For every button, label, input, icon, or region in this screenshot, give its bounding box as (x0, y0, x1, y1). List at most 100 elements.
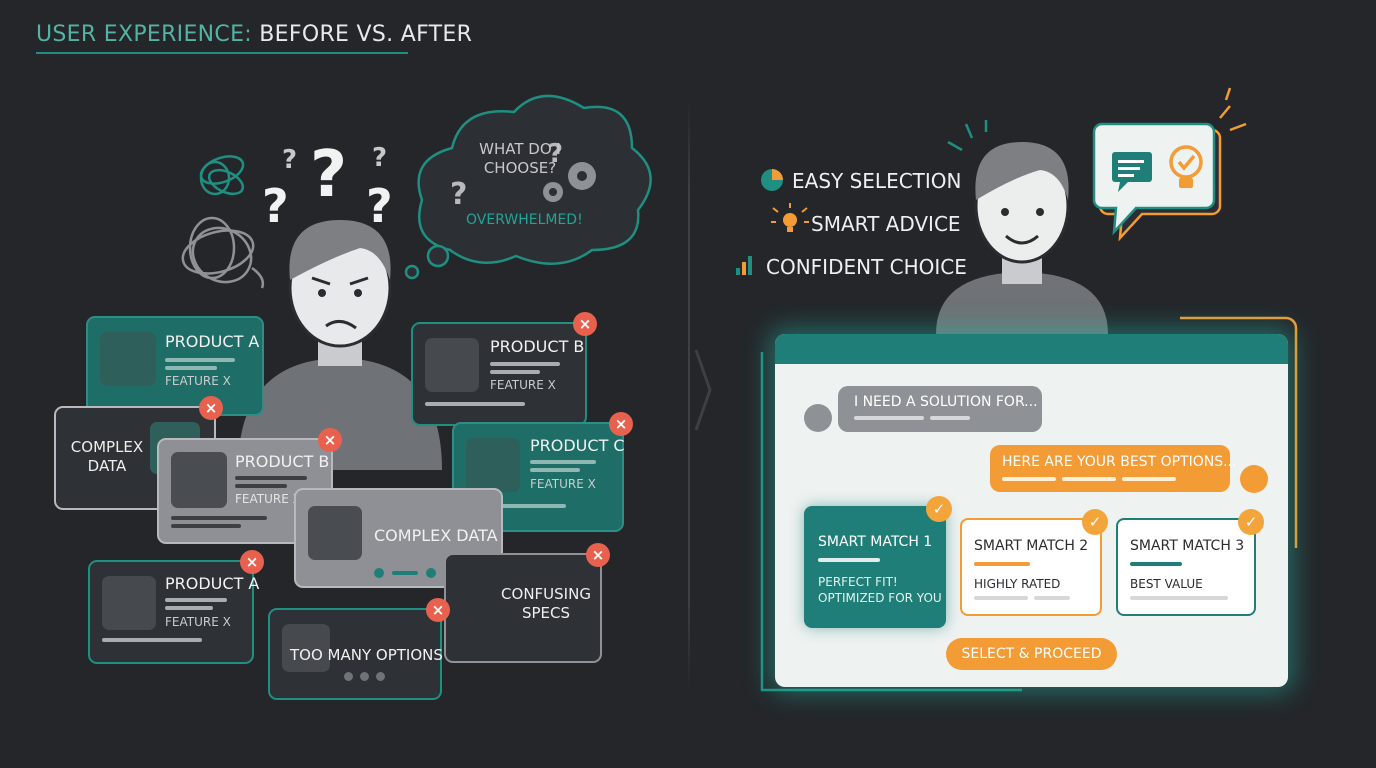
text-line (102, 638, 202, 642)
match-title: SMART MATCH 1 (818, 534, 933, 550)
pie-chart-icon (761, 169, 783, 191)
text-line (165, 598, 227, 602)
svg-text:?: ? (262, 179, 289, 233)
assistant-message-text: HERE ARE YOUR BEST OPTIONS... (1002, 454, 1237, 470)
product-card-c[interactable]: PRODUCT C FEATURE X (452, 422, 625, 532)
product-thumbnail (100, 332, 156, 386)
text-line (165, 606, 213, 610)
close-icon[interactable]: × (609, 412, 633, 436)
close-icon[interactable]: × (426, 598, 450, 622)
text-line (930, 416, 970, 420)
text-line (235, 484, 287, 488)
product-name: PRODUCT A (165, 332, 260, 351)
benefit-smart-advice: SMART ADVICE (811, 212, 961, 236)
assistant-message-bubble: HERE ARE YOUR BEST OPTIONS... (990, 445, 1236, 492)
benefit-easy-selection: EASY SELECTION (792, 169, 962, 193)
smart-match-card-3[interactable]: SMART MATCH 3 BEST VALUE (1116, 518, 1256, 616)
happy-person-icon (936, 142, 1108, 334)
check-icon: ✓ (1082, 509, 1108, 535)
tangle-icon (181, 216, 265, 289)
text-line (530, 460, 596, 464)
product-thumbnail (102, 576, 156, 630)
match-subtitle: BEST VALUE (1130, 577, 1203, 591)
overwhelmed-label: OVERWHELMED! (466, 212, 583, 228)
idea-check-icon (1169, 145, 1203, 188)
scribble-icon (199, 155, 245, 196)
text-line (1130, 596, 1228, 600)
lightbulb-icon (771, 203, 809, 232)
text-line (392, 571, 418, 575)
svg-text:?: ? (366, 179, 393, 233)
svg-text:?: ? (372, 143, 387, 173)
question-marks-icon: ? ? ? ? ? (262, 138, 393, 233)
svg-text:?: ? (450, 177, 467, 212)
check-icon: ✓ (926, 496, 952, 522)
user-avatar (804, 404, 832, 432)
thought-line1: WHAT DO I (479, 140, 561, 158)
text-line (1122, 477, 1176, 481)
match-title: SMART MATCH 2 (974, 538, 1089, 554)
product-feature: FEATURE X (165, 374, 231, 388)
frame-line (1180, 316, 1298, 548)
text-line (490, 370, 540, 374)
text-line (818, 558, 880, 562)
product-feature: FEATURE X (530, 477, 596, 491)
product-name: PRODUCT A (165, 574, 260, 593)
close-icon[interactable]: × (586, 543, 610, 567)
card-label: CONFUSING SPECS (501, 585, 591, 622)
text-line (1034, 596, 1070, 600)
arrow-icon (694, 349, 712, 431)
before-illustration: ? ? ? ? ? ? ? (181, 94, 652, 470)
text-line (235, 476, 307, 480)
product-card-b-top[interactable]: PRODUCT B FEATURE X (411, 322, 587, 426)
indicator-dot (360, 672, 369, 681)
product-card-a-bottom[interactable]: PRODUCT A FEATURE X (88, 560, 259, 664)
user-message-text: I NEED A SOLUTION FOR... (854, 394, 1038, 410)
product-name: PRODUCT B (235, 452, 330, 471)
match-subtitle: HIGHLY RATED (974, 577, 1061, 591)
text-line (974, 562, 1030, 566)
text-line (854, 416, 924, 420)
smart-match-card-1[interactable]: SMART MATCH 1 PERFECT FIT! OPTIMIZED FOR… (804, 506, 946, 628)
product-thumbnail (308, 506, 362, 560)
close-icon[interactable]: × (573, 312, 597, 336)
card-label: COMPLEX DATA (374, 526, 498, 545)
close-icon[interactable]: × (199, 396, 223, 420)
assistant-avatar (1240, 465, 1268, 493)
product-card-a[interactable]: PRODUCT A FEATURE X (86, 316, 264, 416)
text-line (466, 504, 566, 508)
close-icon[interactable]: × (240, 550, 264, 574)
match-subtitle-line1: PERFECT FIT! (818, 575, 898, 589)
too-many-options-card[interactable]: TOO MANY OPTIONS (268, 608, 443, 700)
product-thumbnail (425, 338, 479, 392)
bar-chart-icon (736, 256, 752, 275)
svg-text:?: ? (282, 145, 297, 175)
text-line (1130, 562, 1182, 566)
confusing-specs-card[interactable]: CONFUSING SPECS (444, 553, 602, 663)
indicator-dot (426, 568, 436, 578)
title-prefix: USER EXPERIENCE: (36, 22, 252, 47)
text-line (974, 596, 1028, 600)
smart-match-card-2[interactable]: SMART MATCH 2 HIGHLY RATED (960, 518, 1102, 616)
card-label: TOO MANY OPTIONS (290, 646, 443, 664)
product-feature: FEATURE X (490, 378, 556, 392)
chat-message-icon (1112, 152, 1152, 192)
match-title: SMART MATCH 3 (1130, 538, 1245, 554)
match-subtitle-line2: OPTIMIZED FOR YOU (818, 591, 942, 605)
product-name: PRODUCT C (530, 436, 625, 455)
section-divider (688, 100, 690, 690)
svg-text:?: ? (310, 138, 347, 212)
text-line (165, 358, 235, 362)
svg-text:?: ? (548, 139, 563, 169)
thought-line2: CHOOSE? (483, 159, 557, 177)
indicator-dot (344, 672, 353, 681)
sparkle-icon (1219, 87, 1247, 132)
product-feature: FEATURE X (165, 615, 231, 629)
sparkle-icon (947, 120, 988, 152)
title-rest: BEFORE VS. AFTER (252, 22, 473, 47)
page-title: USER EXPERIENCE: BEFORE VS. AFTER (36, 22, 472, 47)
frame-line (760, 352, 1022, 692)
close-icon[interactable]: × (318, 428, 342, 452)
thought-question: WHAT DO I CHOOSE? (460, 140, 580, 178)
select-proceed-button[interactable]: SELECT & PROCEED (946, 638, 1117, 670)
